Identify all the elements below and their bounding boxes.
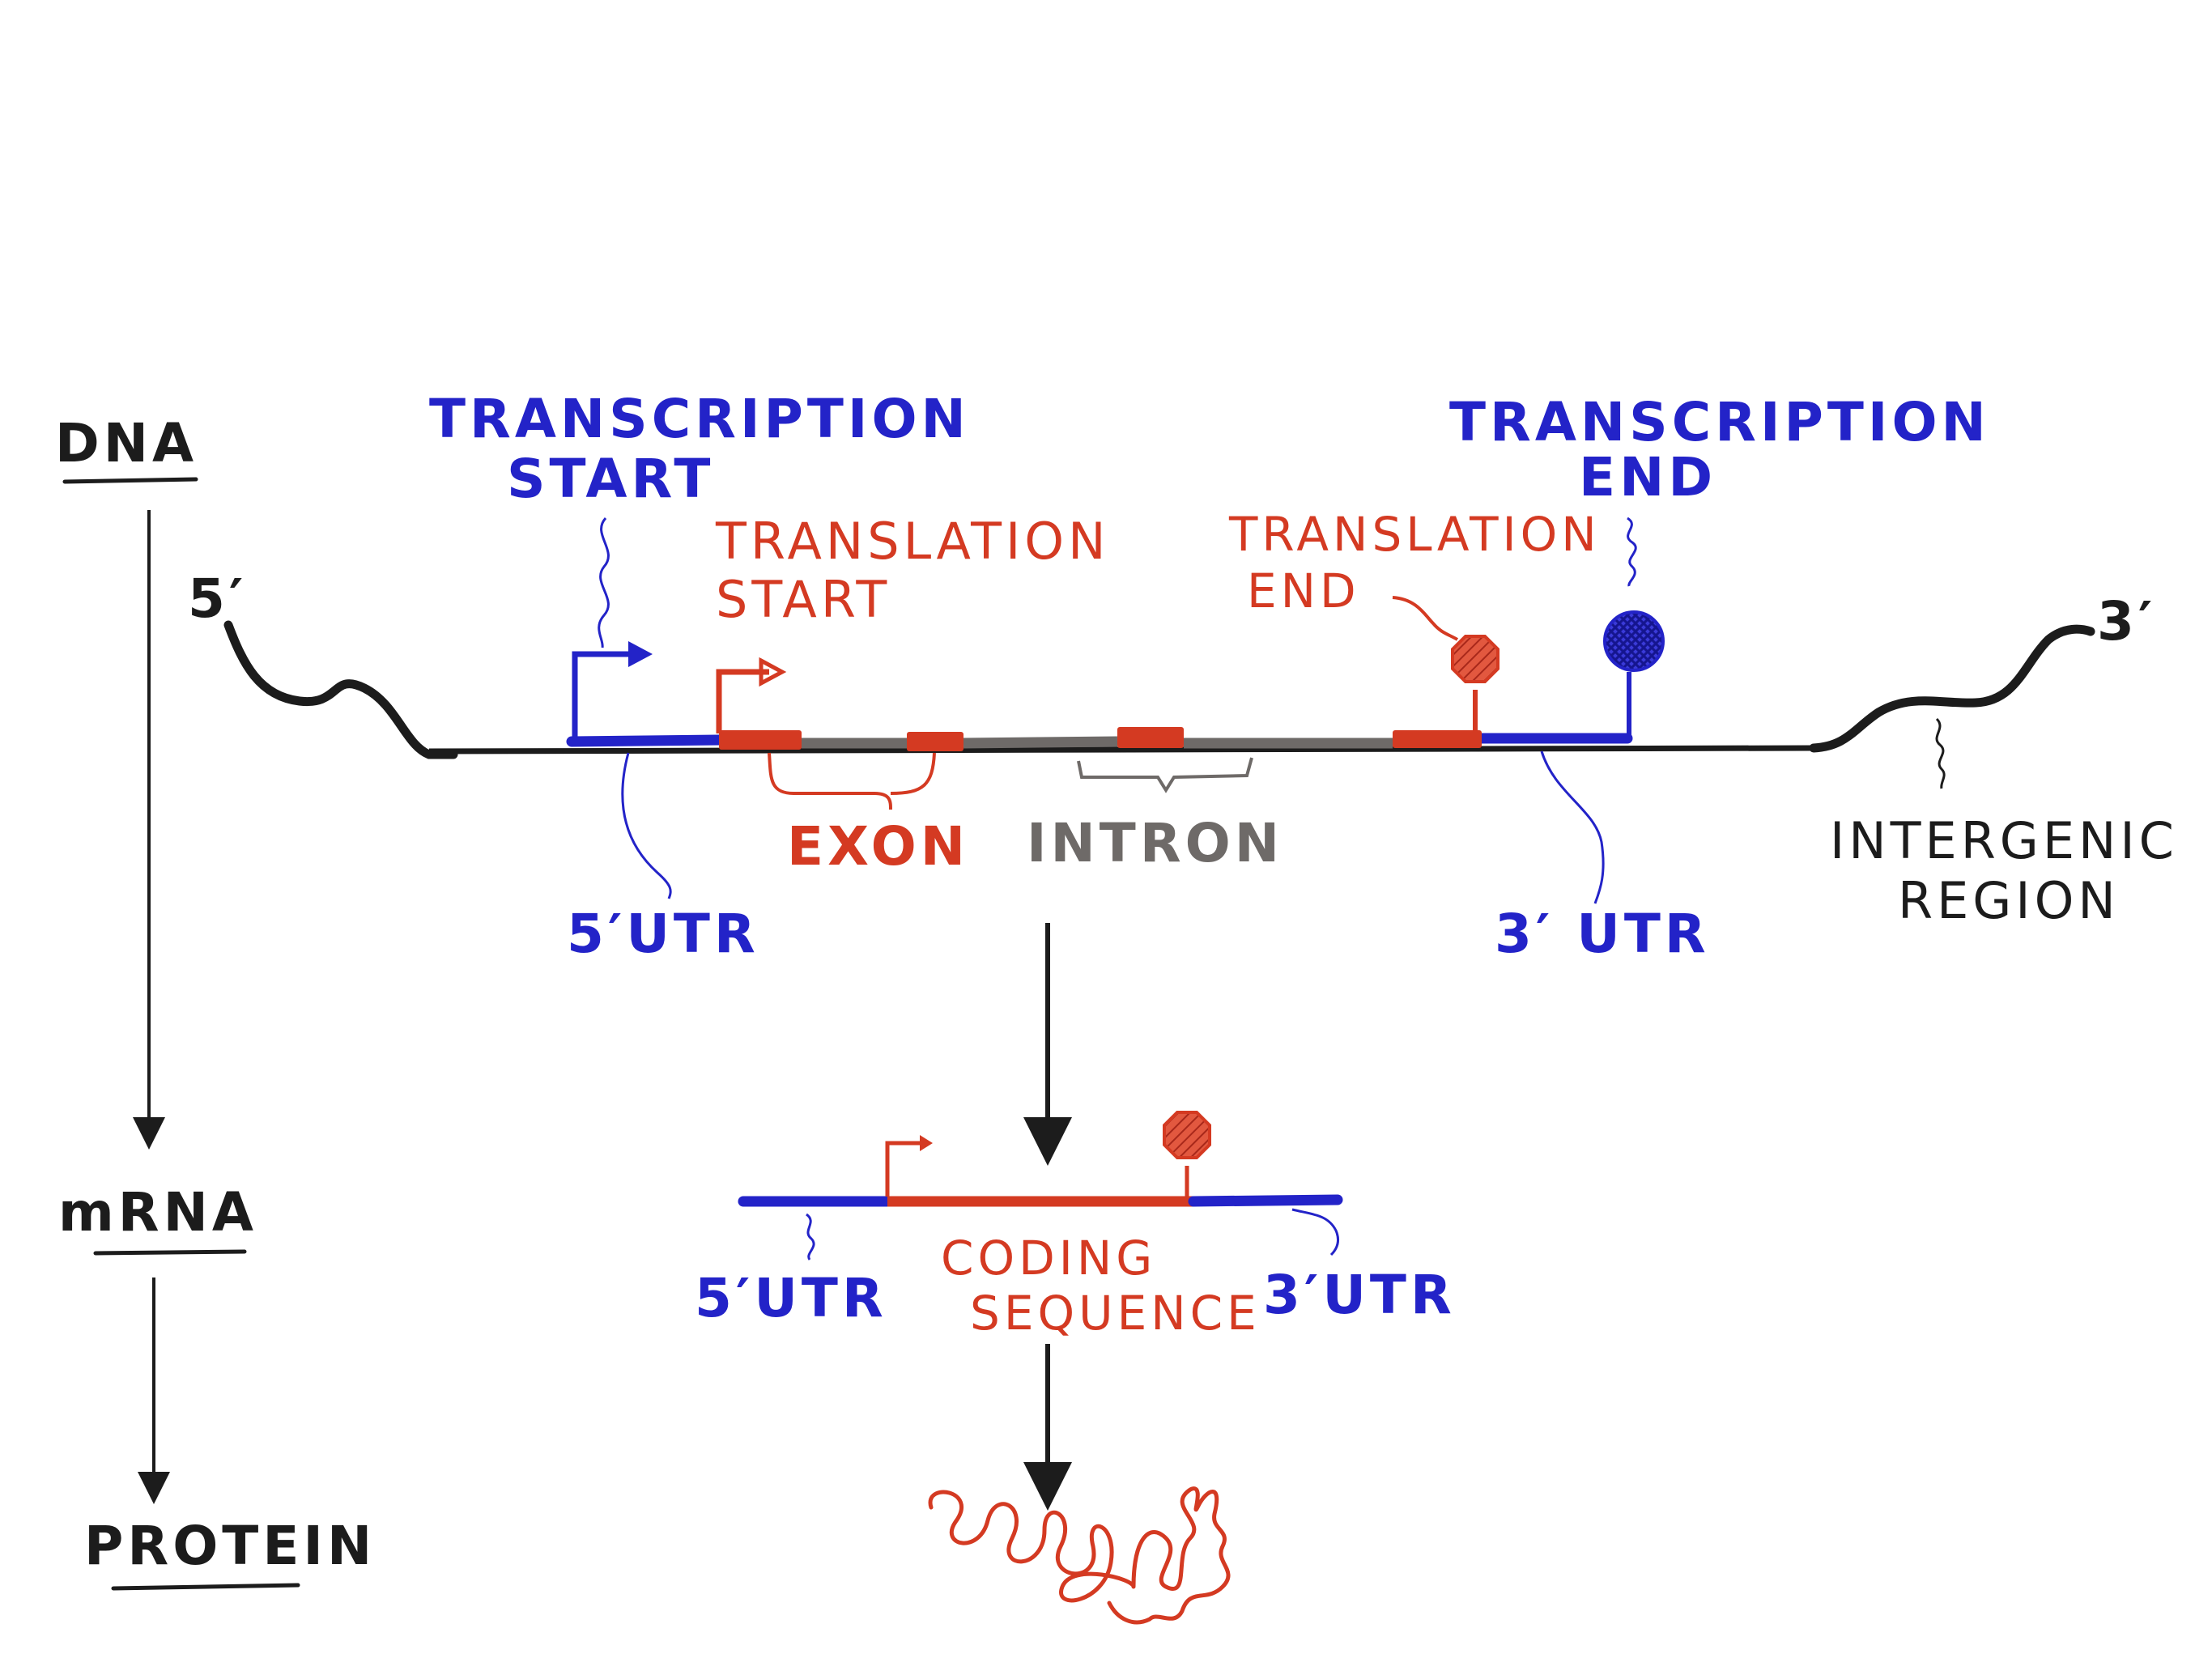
dna-strand-left-wiggle <box>223 620 458 759</box>
dna-exon-4 <box>1393 730 1482 748</box>
intron-bracket <box>1077 757 1253 793</box>
translation-end-stop-icon <box>1451 635 1499 683</box>
mrna-stage-label: mRNA <box>58 1181 257 1244</box>
dna-strand <box>428 745 1814 755</box>
three-prime-end-label: 3′ <box>2097 590 2156 653</box>
dna-3utr-connector <box>1540 750 1605 904</box>
transcription-end-stop-icon <box>1603 610 1665 672</box>
intergenic-squiggle <box>1935 717 1946 789</box>
mrna-coding-label-line2: SEQUENCE <box>970 1286 1261 1341</box>
mrna-3utr-label: 3′UTR <box>1263 1264 1456 1326</box>
mrna-3utr-squiggle <box>1291 1208 1339 1256</box>
transcription-end-squiggle <box>1627 517 1637 587</box>
transcription-end-label-line2: END <box>1579 446 1716 508</box>
dna-underline <box>62 477 198 484</box>
dna-5utr-segment <box>566 734 725 747</box>
intergenic-label-line2: REGION <box>1898 871 2120 930</box>
mrna-5utr-squiggle <box>805 1213 815 1261</box>
mrna-3utr-segment <box>1188 1194 1343 1207</box>
mrna-5utr-label: 5′UTR <box>695 1267 887 1329</box>
translation-start-arrowhead <box>759 657 787 687</box>
dna-exon-2 <box>907 732 963 751</box>
mrna-underline <box>93 1249 247 1256</box>
mrna-stop-icon <box>1163 1111 1211 1159</box>
transcription-start-arrow <box>572 651 640 740</box>
exon-bracket <box>768 752 936 810</box>
dna-intron-segment-2 <box>963 736 1118 749</box>
protein-fold-drawing <box>928 1486 1231 1625</box>
translation-start-label-line1: TRANSLATION <box>715 512 1110 571</box>
exon-label: EXON <box>787 815 969 878</box>
translation-end-label-line1: TRANSLATION <box>1228 507 1601 562</box>
intergenic-label-line1: INTERGENIC <box>1830 811 2178 870</box>
five-prime-end-label: 5′ <box>188 568 247 630</box>
translation-end-label-line2: END <box>1247 563 1360 619</box>
mrna-translation-start-arrow <box>885 1141 926 1197</box>
dna-exon-3 <box>1117 727 1184 748</box>
transcription-end-label-line1: TRANSCRIPTION <box>1449 391 1990 453</box>
transcription-start-label-line1: TRANSCRIPTION <box>429 388 970 450</box>
translation-start-arrow <box>716 669 769 733</box>
mrna-coding-label-line1: CODING <box>941 1231 1156 1286</box>
translation-end-connector <box>1392 596 1459 641</box>
protein-underline <box>111 1583 300 1591</box>
dna-stage-label: DNA <box>55 412 198 474</box>
intron-label: INTRON <box>1027 812 1283 874</box>
transcription-start-arrowhead <box>628 641 653 667</box>
protein-stage-label: PROTEIN <box>84 1515 376 1577</box>
translation-start-label-line2: START <box>716 570 891 629</box>
dna-strand-right-wiggle <box>1809 624 2095 753</box>
dna-3utr-label: 3′ UTR <box>1495 903 1710 965</box>
transcription-start-label-line2: START <box>507 448 714 510</box>
dna-5utr-label: 5′UTR <box>567 903 759 965</box>
dna-5utr-connector <box>621 752 672 899</box>
mrna-translation-start-arrowhead <box>920 1135 933 1151</box>
transcription-start-squiggle <box>598 517 610 648</box>
dna-exon-1 <box>719 730 802 750</box>
